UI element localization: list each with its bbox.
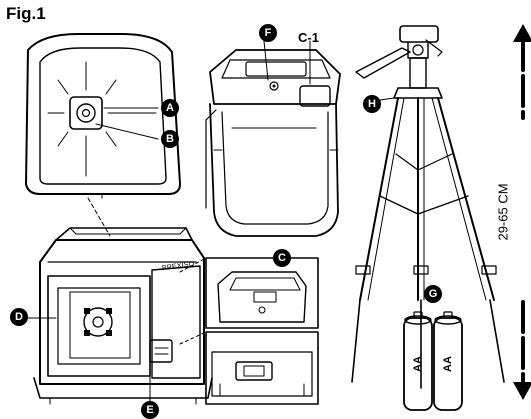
tripod <box>351 25 505 389</box>
callout-d: D <box>10 308 28 326</box>
callout-b: B <box>161 130 179 148</box>
label-c1: C-1 <box>298 30 319 45</box>
laser-rays <box>47 61 157 177</box>
aa-batteries <box>403 311 463 411</box>
inset-bottom-detail <box>205 331 319 405</box>
height-arrow <box>513 24 531 400</box>
inset-top-detail <box>205 257 319 329</box>
callout-c: C <box>273 249 291 267</box>
callout-f: F <box>259 24 277 42</box>
laser-front-window-view <box>25 33 181 199</box>
battery-label-2: AA <box>442 356 454 372</box>
callout-g: G <box>424 285 442 303</box>
callout-a: A <box>161 99 179 117</box>
laser-top-view <box>205 40 341 237</box>
leader-line-c2 <box>179 331 207 345</box>
callout-e: E <box>141 401 159 419</box>
leader-line-c <box>179 257 207 273</box>
callout-h: H <box>363 95 381 113</box>
leader-line <box>87 197 111 237</box>
figure-title: Fig.1 <box>6 4 46 23</box>
height-range-label: 29-65 CM <box>495 183 511 241</box>
battery-label-1: AA <box>412 356 424 372</box>
laser-main-body <box>25 227 213 405</box>
